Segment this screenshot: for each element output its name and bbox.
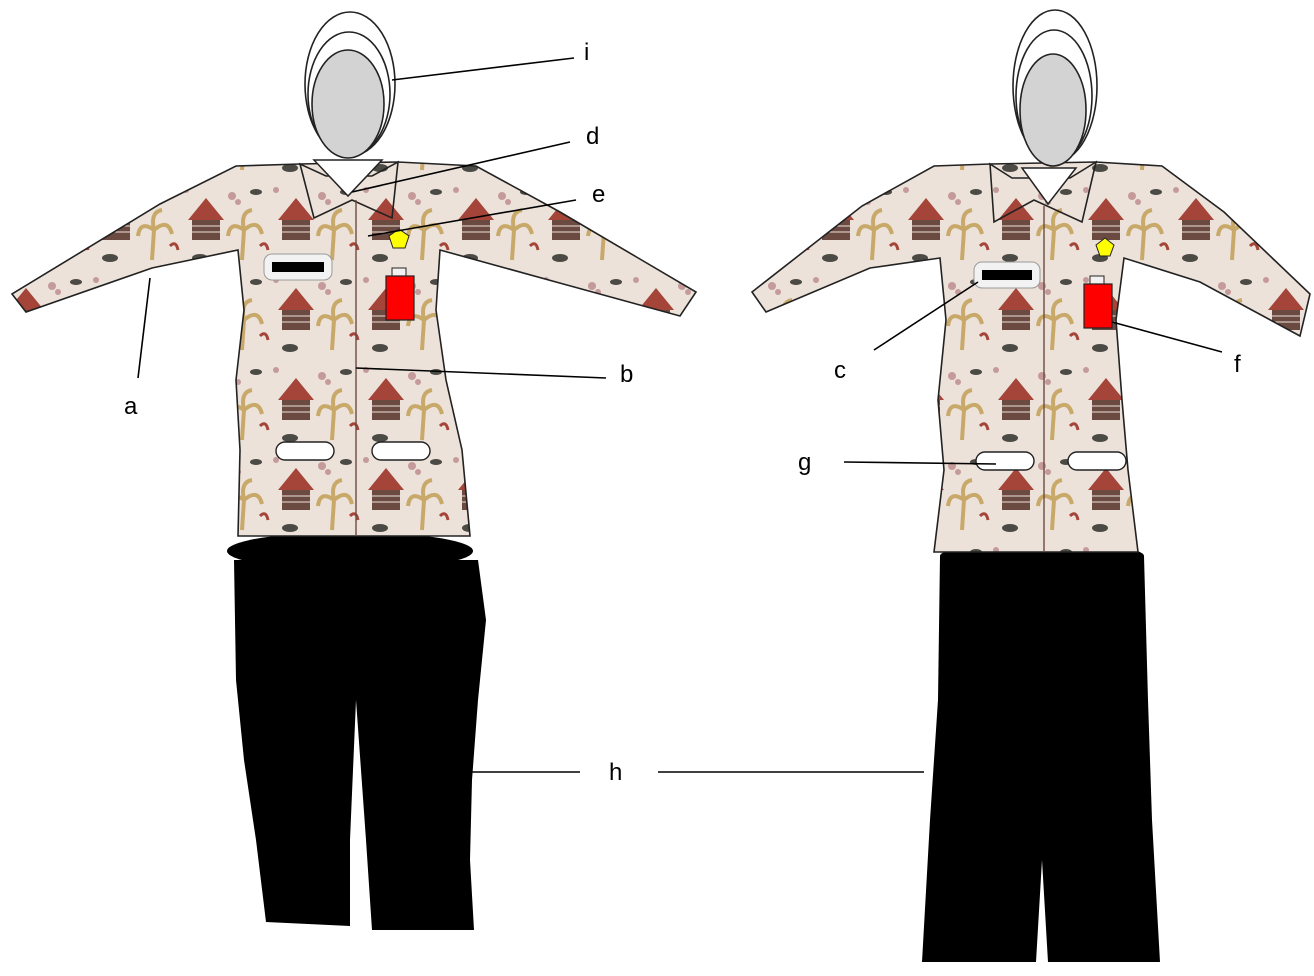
name-tag [264,254,332,280]
label-e: e [592,181,605,208]
trousers [227,532,486,930]
label-c: c [834,357,846,384]
waist-tab [1068,452,1126,470]
leader-f [1112,322,1222,352]
face [312,50,384,158]
label-h: h [609,759,622,786]
label-a: a [124,393,138,420]
label-b: b [620,361,633,388]
blouse [12,160,696,536]
skirt [922,542,1160,962]
leader-i [392,58,574,80]
waist-tab [372,442,430,460]
figure-right [752,10,1310,962]
leader-a [138,278,150,378]
label-d: d [586,123,599,150]
waist-tab [276,442,334,460]
pocket-item [1084,276,1112,328]
face [1020,54,1086,166]
label-i: i [584,39,589,66]
waist-tab [976,452,1034,470]
label-f: f [1234,351,1241,378]
hijab [305,12,395,158]
name-tag [974,262,1040,288]
hijab [1013,10,1097,166]
pocket-item [386,268,414,320]
label-g: g [798,449,811,476]
